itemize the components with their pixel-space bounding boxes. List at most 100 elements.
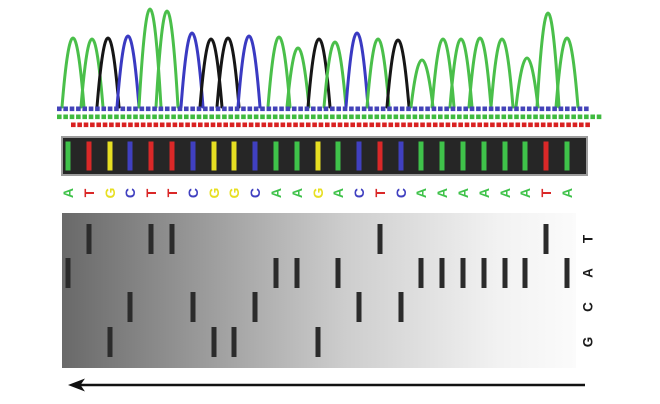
dot bbox=[285, 106, 291, 112]
dot bbox=[101, 106, 107, 112]
dot bbox=[177, 106, 183, 112]
dot bbox=[115, 122, 121, 128]
dot bbox=[323, 106, 329, 112]
dot bbox=[177, 114, 183, 120]
sequence-letter: C bbox=[185, 188, 201, 198]
dot bbox=[539, 114, 545, 120]
dot bbox=[261, 122, 267, 128]
gel-lane-label: T bbox=[581, 234, 596, 243]
sequence-letter: G bbox=[226, 187, 242, 198]
dot bbox=[463, 114, 468, 120]
dot bbox=[401, 122, 406, 128]
base-call-bar bbox=[398, 141, 404, 171]
sequence-letter: C bbox=[247, 188, 263, 198]
trace-peak bbox=[448, 37, 474, 109]
dot bbox=[312, 122, 317, 128]
dot bbox=[164, 114, 170, 120]
gel-band bbox=[522, 258, 528, 288]
base-call-bar bbox=[107, 141, 113, 171]
dot bbox=[95, 114, 100, 120]
sequence-letter: G bbox=[102, 187, 118, 198]
dot bbox=[368, 106, 373, 112]
trace-peak bbox=[365, 37, 391, 109]
dot bbox=[457, 114, 462, 120]
dot bbox=[298, 114, 303, 120]
base-call-bar bbox=[252, 141, 258, 171]
dot bbox=[279, 106, 284, 112]
sequence-letter: A bbox=[559, 188, 575, 198]
dot bbox=[57, 106, 62, 112]
dot bbox=[552, 106, 557, 112]
dot bbox=[228, 106, 234, 112]
trace-peak bbox=[236, 34, 262, 109]
base-call-bar bbox=[169, 141, 175, 171]
sequence-letter: T bbox=[538, 188, 554, 197]
dot bbox=[120, 106, 126, 112]
dot bbox=[342, 114, 348, 120]
dot bbox=[77, 122, 82, 128]
dot bbox=[305, 122, 311, 128]
dot bbox=[482, 106, 488, 112]
dot bbox=[286, 122, 292, 128]
gel-band bbox=[564, 258, 570, 288]
dot bbox=[234, 106, 240, 112]
dot bbox=[596, 114, 602, 120]
dot bbox=[172, 122, 178, 128]
dot bbox=[153, 122, 159, 128]
dot bbox=[356, 122, 362, 128]
dot bbox=[363, 122, 368, 128]
base-call-bar bbox=[231, 141, 237, 171]
gel-band bbox=[418, 258, 424, 288]
dot bbox=[420, 122, 425, 128]
dot bbox=[488, 106, 494, 112]
dot bbox=[114, 106, 119, 112]
base-call-bar bbox=[211, 141, 217, 171]
chromatogram-trace bbox=[60, 7, 580, 109]
dot bbox=[145, 106, 151, 112]
dot bbox=[178, 122, 184, 128]
gel-band bbox=[335, 258, 341, 288]
dot bbox=[566, 122, 571, 128]
dot bbox=[571, 106, 576, 112]
dot bbox=[88, 106, 94, 112]
gel-band bbox=[127, 292, 133, 322]
dot bbox=[534, 122, 540, 128]
dot bbox=[158, 106, 164, 112]
dot bbox=[241, 114, 246, 120]
dot bbox=[336, 114, 341, 120]
dot bbox=[158, 114, 164, 120]
dot bbox=[272, 114, 278, 120]
base-call-bar bbox=[190, 141, 196, 171]
dot bbox=[515, 122, 521, 128]
dot bbox=[198, 122, 203, 128]
sequence-letter: A bbox=[434, 188, 450, 198]
trace-peak bbox=[179, 31, 205, 109]
dot bbox=[558, 114, 564, 120]
arrow-head bbox=[68, 378, 85, 392]
dot bbox=[438, 114, 443, 120]
gel-band bbox=[148, 224, 154, 254]
gel-band bbox=[190, 292, 196, 322]
dot bbox=[152, 106, 157, 112]
dot bbox=[584, 106, 589, 112]
terminator-dot-rows bbox=[57, 106, 602, 128]
dot bbox=[133, 106, 138, 112]
dot bbox=[209, 114, 214, 120]
dot bbox=[83, 122, 89, 128]
dot bbox=[253, 114, 259, 120]
dot bbox=[228, 114, 234, 120]
trace-peak bbox=[344, 31, 370, 109]
gel-band bbox=[439, 258, 445, 288]
dot bbox=[274, 122, 279, 128]
dot bbox=[350, 122, 355, 128]
base-call-bar bbox=[460, 141, 466, 171]
dot bbox=[507, 114, 513, 120]
dot bbox=[57, 114, 62, 120]
dot bbox=[545, 114, 551, 120]
dot bbox=[331, 122, 336, 128]
dot bbox=[501, 106, 507, 112]
dot bbox=[101, 114, 107, 120]
